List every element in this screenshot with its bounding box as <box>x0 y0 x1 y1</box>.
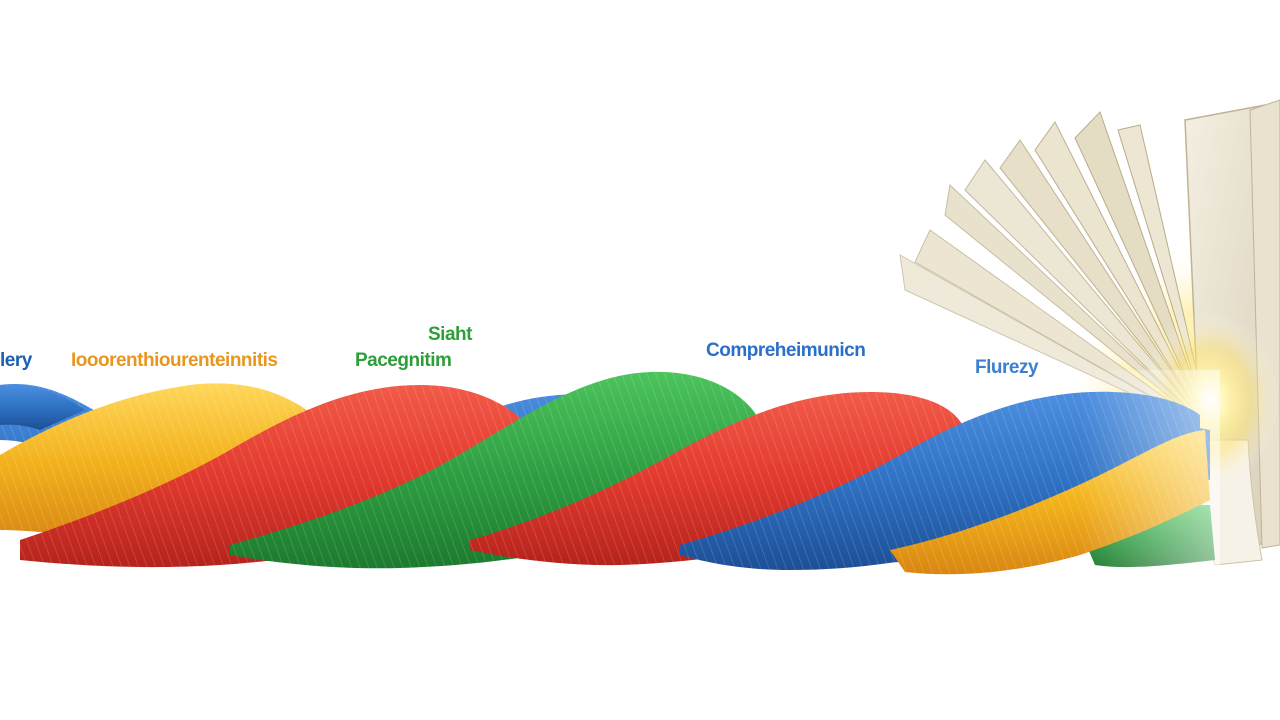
label-sight-line1: Siaht <box>428 324 472 345</box>
label-phonological: Iooorenthiourenteinnitis <box>71 350 278 371</box>
rope-icon <box>0 370 1220 590</box>
label-vocabulary: lery <box>0 350 32 371</box>
label-fluency: Flurezy <box>975 357 1039 378</box>
label-comprehension: Compreheimunicn <box>706 340 866 361</box>
label-sight-line2: Pacegnitim <box>355 350 452 371</box>
